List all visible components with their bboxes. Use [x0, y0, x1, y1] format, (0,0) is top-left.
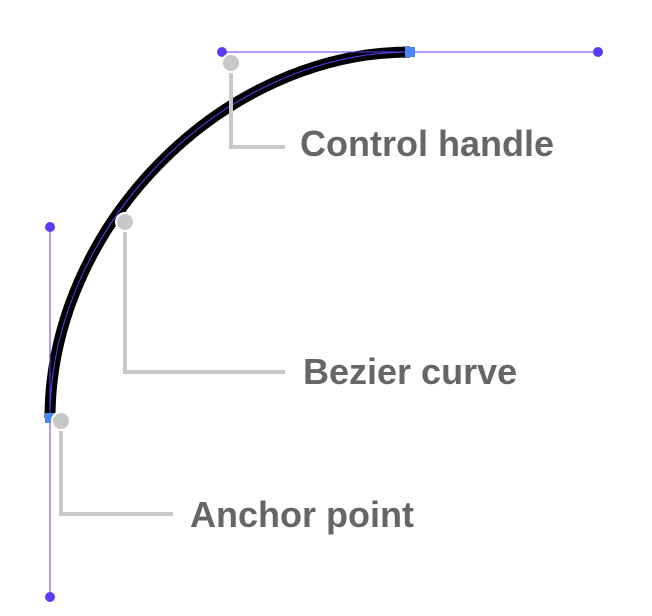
control-handle-point[interactable]	[593, 47, 603, 57]
callout-line-control-handle	[229, 63, 285, 149]
label-bezier-curve: Bezier curve	[303, 351, 518, 392]
bezier-curve-path	[49, 51, 411, 419]
callout-line-bezier-curve	[123, 222, 285, 374]
control-handle-point[interactable]	[217, 47, 227, 57]
anchor-point-top[interactable]	[405, 47, 415, 57]
anchor-point-left[interactable]	[45, 413, 55, 423]
label-anchor-point: Anchor point	[190, 494, 414, 535]
callout-dot-bezier-curve	[115, 212, 135, 232]
label-control-handle: Control handle	[300, 123, 554, 164]
control-handle-point[interactable]	[45, 222, 55, 232]
callout-line-anchor-point	[59, 421, 173, 516]
callout-dot-anchor-point	[51, 411, 71, 431]
callout-dot-control-handle	[221, 53, 241, 73]
control-handle-point[interactable]	[45, 592, 55, 602]
